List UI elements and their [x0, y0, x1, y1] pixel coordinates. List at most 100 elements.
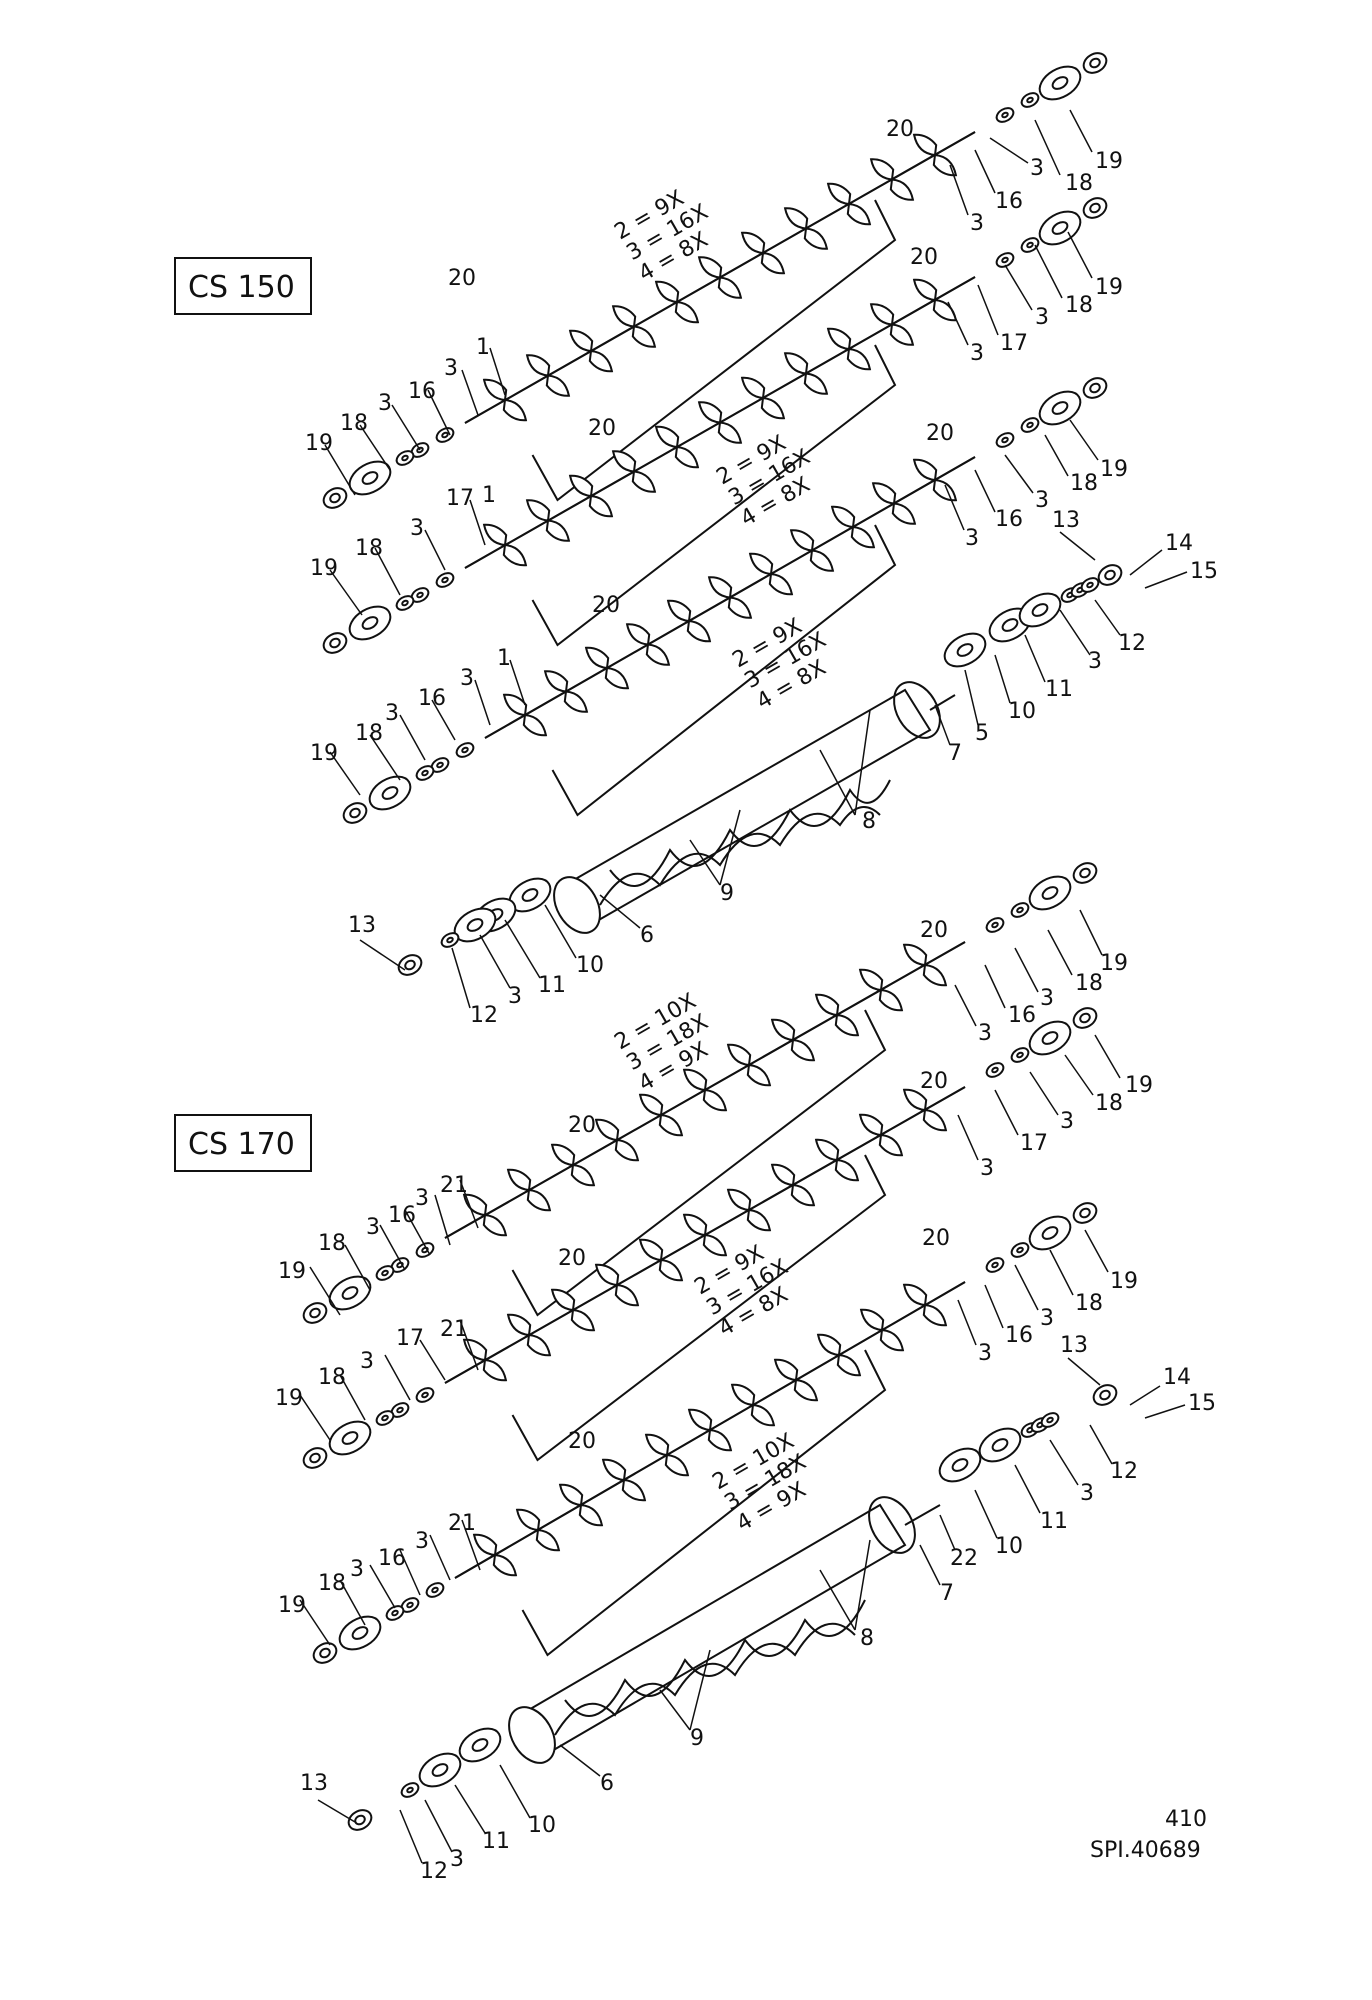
callout-3: 3	[415, 1186, 429, 1211]
callout-18: 18	[340, 411, 368, 436]
callout-20: 20	[926, 421, 954, 446]
callout-8: 8	[862, 809, 876, 834]
cs170-label-box: CS 170	[174, 1114, 312, 1172]
callout-20: 20	[922, 1226, 950, 1251]
leader-lines	[299, 109, 1188, 1864]
callout-16: 16	[1008, 1003, 1036, 1028]
callout-3: 3	[366, 1215, 380, 1240]
callout-19: 19	[1095, 275, 1123, 300]
callout-3: 3	[460, 666, 474, 691]
callout-13: 13	[348, 913, 376, 938]
callout-15: 15	[1188, 1391, 1216, 1416]
rotor-shaft	[299, 1003, 1101, 1473]
callout-16: 16	[418, 686, 446, 711]
callout-18: 18	[1075, 971, 1103, 996]
callout-18: 18	[1070, 471, 1098, 496]
callout-7: 7	[948, 741, 962, 766]
cs170-label: CS 170	[188, 1127, 295, 1162]
callout-10: 10	[995, 1534, 1023, 1559]
callout-3: 3	[415, 1529, 429, 1554]
callout-20: 20	[568, 1113, 596, 1138]
callout-13: 13	[1060, 1333, 1088, 1358]
callout-16: 16	[388, 1203, 416, 1228]
callout-16: 16	[378, 1546, 406, 1571]
rotor-shaft	[309, 1198, 1101, 1668]
rotor-shaft	[319, 193, 1111, 658]
callout-20: 20	[558, 1246, 586, 1271]
rotor-shaft	[339, 373, 1111, 828]
callout-12: 12	[420, 1859, 448, 1884]
callout-19: 19	[1100, 457, 1128, 482]
callout-9: 9	[690, 1726, 704, 1751]
callout-3: 3	[965, 526, 979, 551]
callout-5: 5	[975, 721, 989, 746]
callout-3: 3	[378, 391, 392, 416]
callout-20: 20	[886, 117, 914, 142]
callout-16: 16	[1005, 1323, 1033, 1348]
cs150-label-box: CS 150	[174, 257, 312, 315]
callout-7: 7	[940, 1581, 954, 1606]
callout-3: 3	[980, 1156, 994, 1181]
spiral-roller-cs150	[553, 681, 956, 934]
callout-18: 18	[1065, 171, 1093, 196]
rotor-shaft	[299, 858, 1101, 1328]
callout-19: 19	[310, 556, 338, 581]
callout-10: 10	[576, 953, 604, 978]
callout-16: 16	[995, 507, 1023, 532]
rotor-rows	[299, 48, 1111, 1668]
callout-8: 8	[860, 1626, 874, 1651]
callout-3: 3	[444, 356, 458, 381]
spiral-roller-cs170	[508, 1496, 941, 1764]
callout-11: 11	[1045, 677, 1073, 702]
callout-18: 18	[355, 721, 383, 746]
callout-16: 16	[995, 189, 1023, 214]
callout-18: 18	[318, 1231, 346, 1256]
page-number: 410	[1165, 1807, 1207, 1832]
callout-3: 3	[410, 516, 424, 541]
callout-17: 17	[1020, 1131, 1048, 1156]
count-group-third: 2 = 9X 3 = 16X 4 = 8X	[729, 614, 831, 715]
callout-3: 3	[1088, 649, 1102, 674]
callout-3: 3	[508, 984, 522, 1009]
callout-3: 3	[450, 1847, 464, 1872]
callout-3: 3	[360, 1349, 374, 1374]
callout-17: 17	[396, 1326, 424, 1351]
count-group-fourth: 2 = 10X 3 = 18X 4 = 9X	[611, 989, 713, 1097]
rotor-shaft	[319, 48, 1111, 513]
callout-21: 21	[440, 1173, 468, 1198]
callout-1: 1	[482, 483, 496, 508]
callout-14: 14	[1163, 1365, 1191, 1390]
callout-13: 13	[1052, 508, 1080, 533]
callout-21: 21	[448, 1511, 476, 1536]
callout-22: 22	[950, 1546, 978, 1571]
callout-3: 3	[1040, 986, 1054, 1011]
callout-19: 19	[1100, 951, 1128, 976]
callout-20: 20	[592, 593, 620, 618]
count-group-second: 2 = 9X 3 = 16X 4 = 8X	[713, 431, 815, 532]
callout-20: 20	[920, 918, 948, 943]
callout-20: 20	[920, 1069, 948, 1094]
callout-3: 3	[1035, 305, 1049, 330]
callout-19: 19	[278, 1259, 306, 1284]
callout-3: 3	[385, 701, 399, 726]
callout-20: 20	[588, 416, 616, 441]
callout-11: 11	[1040, 1509, 1068, 1534]
callout-3: 3	[350, 1557, 364, 1582]
callout-19: 19	[275, 1386, 303, 1411]
callout-15: 15	[1190, 559, 1218, 584]
callout-20: 20	[910, 245, 938, 270]
callout-6: 6	[600, 1771, 614, 1796]
callout-20: 20	[568, 1429, 596, 1454]
callout-6: 6	[640, 923, 654, 948]
callout-1: 1	[497, 646, 511, 671]
callout-11: 11	[538, 973, 566, 998]
callout-18: 18	[355, 536, 383, 561]
callout-19: 19	[310, 741, 338, 766]
callout-16: 16	[408, 379, 436, 404]
callout-17: 17	[1000, 331, 1028, 356]
callout-1: 1	[476, 335, 490, 360]
callout-18: 18	[1065, 293, 1093, 318]
callout-19: 19	[1095, 149, 1123, 174]
callout-3: 3	[1060, 1109, 1074, 1134]
